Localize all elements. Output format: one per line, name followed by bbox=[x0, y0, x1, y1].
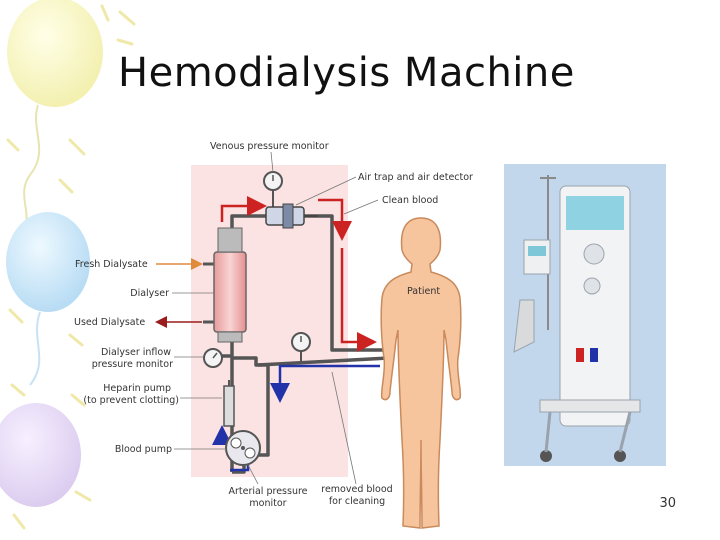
page-number: 30 bbox=[659, 496, 676, 511]
label-heparin-pump-line1: Heparin pump bbox=[103, 383, 171, 394]
arterial-pressure-gauge-icon bbox=[291, 332, 311, 362]
label-inflow-monitor-line2: pressure monitor bbox=[92, 359, 173, 370]
flow-arrow-clean bbox=[318, 198, 352, 241]
leader-lines bbox=[172, 151, 379, 485]
label-inflow-monitor-line1: Dialyser inflow bbox=[101, 347, 171, 358]
blue-balloon-icon bbox=[6, 212, 90, 386]
label-blood-pump: Blood pump bbox=[115, 444, 172, 455]
label-removed-blood-line2: for cleaning bbox=[329, 496, 385, 507]
flow-arrow-up bbox=[220, 196, 267, 222]
patient-figure-icon bbox=[380, 217, 462, 529]
label-removed-blood-line1: removed blood bbox=[321, 484, 392, 495]
flow-arrow-to-patient bbox=[340, 248, 377, 352]
label-arterial-monitor-line2: monitor bbox=[249, 498, 286, 509]
inflow-pressure-gauge-icon bbox=[203, 348, 223, 368]
blood-pump-icon bbox=[225, 430, 261, 466]
label-fresh-dialysate: Fresh Dialysate bbox=[75, 259, 148, 270]
air-trap-icon bbox=[265, 203, 318, 229]
dialyser-icon bbox=[213, 227, 247, 343]
label-dialyser: Dialyser bbox=[130, 288, 169, 299]
label-used-dialysate: Used Dialysate bbox=[74, 317, 145, 328]
label-air-trap: Air trap and air detector bbox=[358, 172, 473, 183]
purple-balloon-icon bbox=[0, 403, 81, 507]
machine-photo bbox=[504, 164, 666, 466]
label-heparin-pump-line2: (to prevent clotting) bbox=[83, 395, 179, 406]
label-clean-blood: Clean blood bbox=[382, 195, 438, 206]
label-patient: Patient bbox=[407, 286, 440, 297]
label-arterial-monitor-line1: Arterial pressure bbox=[228, 486, 307, 497]
heparin-syringe-icon bbox=[223, 380, 235, 427]
label-venous-pressure-monitor: Venous pressure monitor bbox=[210, 141, 329, 152]
venous-pressure-gauge-icon bbox=[263, 171, 283, 207]
yellow-balloon-icon bbox=[7, 0, 103, 236]
slide-title: Hemodialysis Machine bbox=[118, 50, 575, 96]
flow-arrow-from-patient bbox=[270, 364, 380, 403]
sparkle-icons bbox=[6, 4, 136, 530]
